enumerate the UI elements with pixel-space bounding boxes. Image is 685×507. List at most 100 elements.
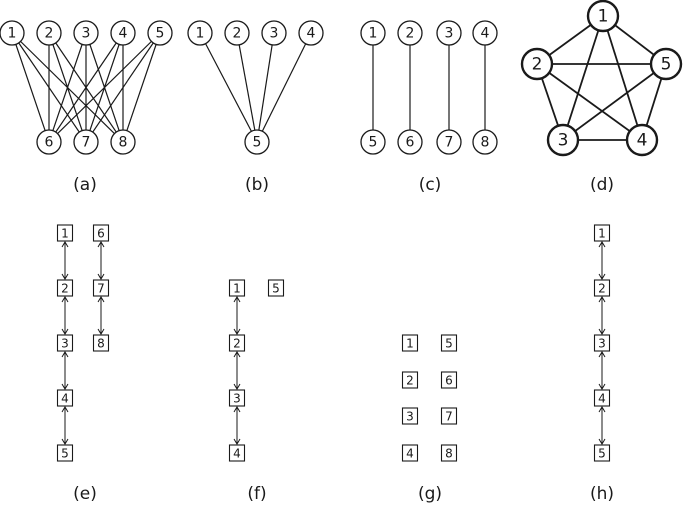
g-box-label-3: 3: [406, 410, 414, 424]
d-edge-1-3: [562, 15, 604, 141]
c-node-1: [360, 20, 386, 46]
h-box-label-4: 4: [598, 392, 606, 406]
e-box-label-2: 2: [61, 282, 69, 296]
c-node-label-8: 8: [481, 135, 490, 151]
e-arrow-3-4-head-up: [61, 351, 69, 358]
a-node-7: [73, 129, 99, 155]
h-arrow-2-3-head-down: [598, 328, 606, 335]
e-box-label-1: 1: [61, 227, 69, 241]
d-node-label-3: 3: [558, 131, 569, 151]
d-node-5: [649, 47, 683, 81]
g-box-6: [440, 371, 458, 389]
h-box-4: [593, 389, 611, 407]
a-node-label-2: 2: [45, 26, 54, 42]
f-box-5: [267, 279, 285, 297]
h-arrow-1-2-head-up: [598, 241, 606, 248]
e-arrow-2-3-head-down: [61, 328, 69, 335]
d-node-3: [546, 123, 580, 157]
caption-e: (e): [73, 484, 97, 504]
h-arrow-3-4-head-down: [598, 383, 606, 390]
caption-a: (a): [73, 175, 97, 195]
a-edge-5-6: [48, 32, 161, 143]
c-node-4: [472, 20, 498, 46]
c-node-label-5: 5: [369, 135, 378, 151]
h-arrow-2-3-head-up: [598, 296, 606, 303]
c-node-3: [436, 20, 462, 46]
a-node-3: [73, 20, 99, 46]
a-node-label-5: 5: [156, 26, 165, 42]
d-edge-2-4: [536, 63, 643, 141]
e-box-label-7: 7: [97, 282, 105, 296]
d-node-label-1: 1: [598, 7, 609, 27]
e-box-label-3: 3: [61, 337, 69, 351]
b-node-label-2: 2: [233, 26, 242, 42]
f-box-label-3: 3: [233, 392, 241, 406]
e-box-label-6: 6: [97, 227, 105, 241]
f-box-label-5: 5: [272, 282, 280, 296]
h-box-label-3: 3: [598, 337, 606, 351]
c-node-8: [472, 129, 498, 155]
g-box-5: [440, 334, 458, 352]
caption-d: (d): [590, 175, 614, 195]
a-node-1: [0, 20, 25, 46]
d-node-label-5: 5: [661, 55, 672, 75]
g-box-label-2: 2: [406, 374, 414, 388]
a-node-label-7: 7: [82, 135, 91, 151]
a-node-label-6: 6: [45, 135, 54, 151]
a-edge-5-7: [85, 32, 161, 143]
d-node-1: [586, 0, 620, 33]
f-arrow-2-3-head-up: [233, 351, 241, 358]
b-node-2: [224, 20, 250, 46]
e-arrow-6-7-head-up: [97, 241, 105, 248]
h-arrow-1-2-head-down: [598, 273, 606, 280]
c-node-label-4: 4: [481, 26, 490, 42]
a-node-4: [110, 20, 136, 46]
c-node-5: [360, 129, 386, 155]
g-box-7: [440, 407, 458, 425]
f-box-label-4: 4: [233, 447, 241, 461]
d-node-label-2: 2: [532, 55, 543, 75]
h-arrow-4-5-head-down: [598, 438, 606, 445]
b-node-label-3: 3: [270, 26, 279, 42]
caption-c: (c): [419, 175, 442, 195]
a-node-label-8: 8: [119, 135, 128, 151]
c-node-label-1: 1: [369, 26, 378, 42]
g-box-label-6: 6: [445, 374, 453, 388]
e-arrow-7-8-head-up: [97, 296, 105, 303]
a-edge-4-6: [48, 32, 124, 143]
d-node-2: [520, 47, 554, 81]
c-node-6: [397, 129, 423, 155]
f-box-label-1: 1: [233, 282, 241, 296]
e-box-1: [56, 224, 74, 242]
h-arrow-3-4-head-up: [598, 351, 606, 358]
b-node-label-1: 1: [196, 26, 205, 42]
h-box-label-1: 1: [598, 227, 606, 241]
caption-b: (b): [245, 175, 269, 195]
h-box-1: [593, 224, 611, 242]
b-node-4: [298, 20, 324, 46]
a-node-5: [147, 20, 173, 46]
f-arrow-3-4-head-down: [233, 438, 241, 445]
h-box-2: [593, 279, 611, 297]
e-box-8: [92, 334, 110, 352]
h-box-3: [593, 334, 611, 352]
a-node-6: [36, 129, 62, 155]
caption-f: (f): [247, 484, 266, 504]
e-arrow-7-8-head-down: [97, 328, 105, 335]
b-node-3: [261, 20, 287, 46]
c-node-label-6: 6: [406, 135, 415, 151]
g-box-label-4: 4: [406, 447, 414, 461]
f-arrow-1-2-head-down: [233, 328, 241, 335]
c-node-label-3: 3: [445, 26, 454, 42]
a-node-2: [36, 20, 62, 46]
f-box-3: [228, 389, 246, 407]
e-arrow-4-5-head-down: [61, 438, 69, 445]
f-box-1: [228, 279, 246, 297]
e-box-label-4: 4: [61, 392, 69, 406]
